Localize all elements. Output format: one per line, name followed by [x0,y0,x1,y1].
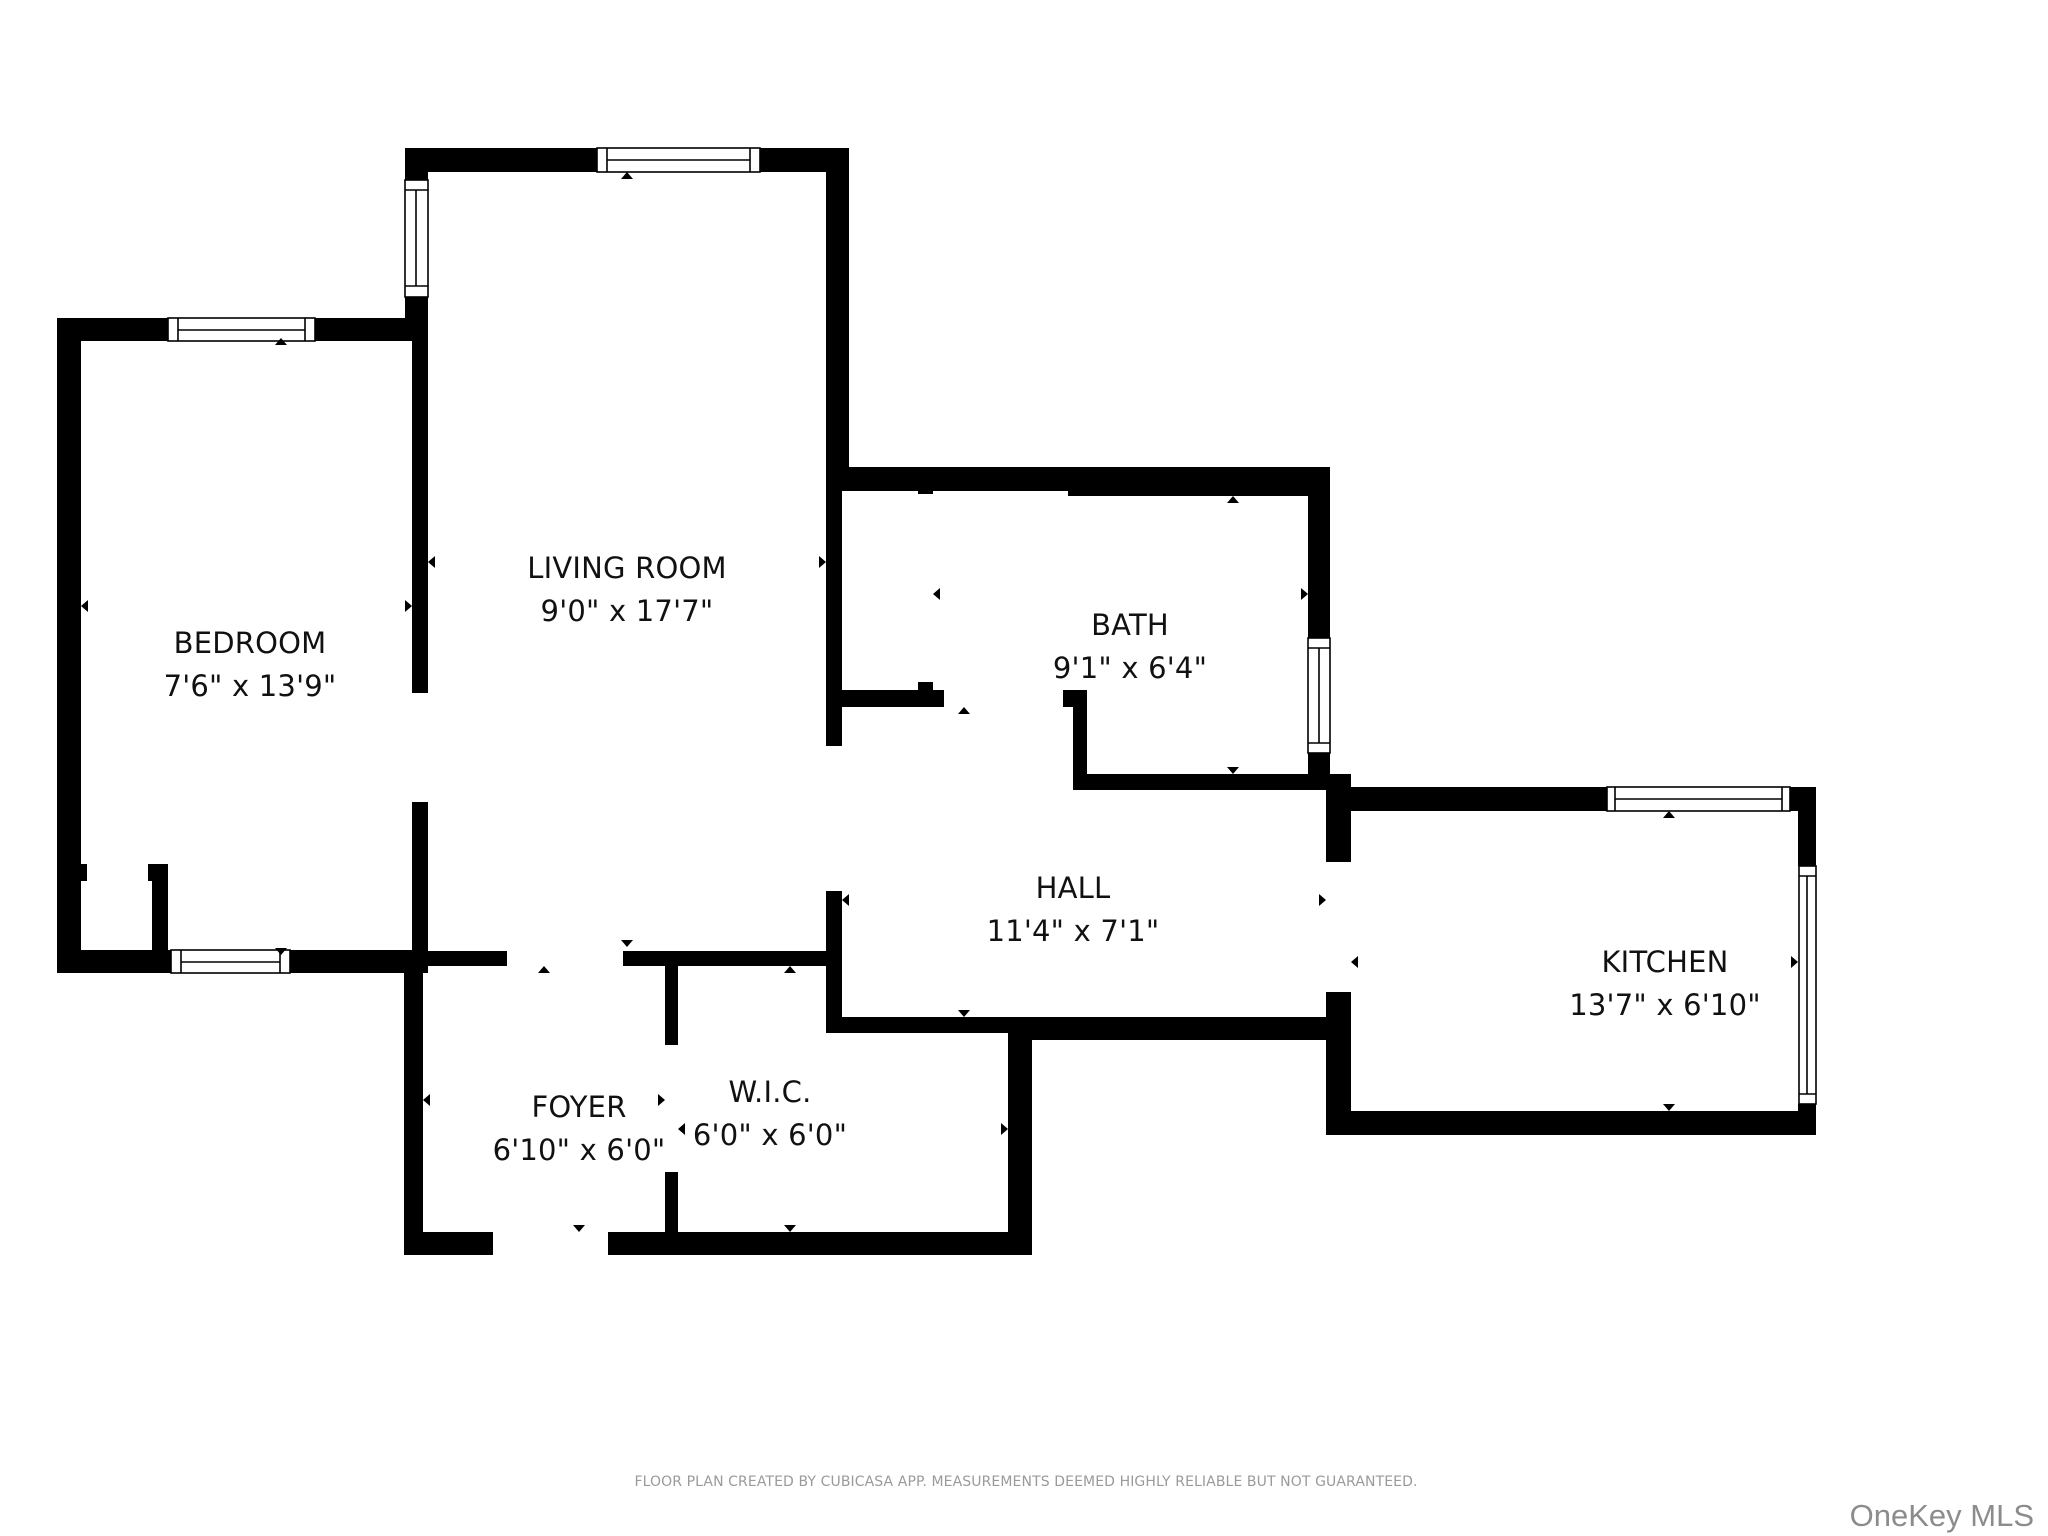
room-name: W.I.C. [728,1075,812,1109]
dimension-markers [81,172,1798,1232]
window-living-left [404,179,429,298]
room-label-foyer: FOYER 6'10" x 6'0" [493,1086,666,1172]
room-dimensions: 13'7" x 6'10" [1569,988,1761,1022]
room-dimensions: 9'1" x 6'4" [1052,651,1208,685]
room-dimensions: 11'4" x 7'1" [986,914,1160,948]
room-name: LIVING ROOM [527,551,727,585]
room-dimensions: 9'0" x 17'7" [540,594,714,628]
window-bath-right [1307,637,1331,754]
room-name: BEDROOM [173,626,327,660]
window-bedroom-bottom [170,949,291,974]
window-kitchen-top [1606,786,1791,812]
disclaimer-text: FLOOR PLAN CREATED BY CUBICASA APP. MEAS… [634,1474,1418,1490]
room-name: FOYER [531,1090,627,1124]
room-label-living-room: LIVING ROOM 9'0" x 17'7" [527,547,727,633]
onekey-mls-watermark: OneKey MLS [1849,1498,2034,1533]
room-name: KITCHEN [1601,945,1729,979]
room-label-hall: HALL 11'4" x 7'1" [987,867,1160,953]
room-label-wic: W.I.C. 6'0" x 6'0" [693,1071,847,1157]
room-dimensions: 7'6" x 13'9" [163,669,337,703]
room-label-bath: BATH 9'1" x 6'4" [1053,604,1207,690]
window-bedroom-top [167,317,316,342]
windows [167,147,1817,1105]
room-label-bedroom: BEDROOM 7'6" x 13'9" [164,622,337,708]
room-dimensions: 6'10" x 6'0" [492,1133,666,1167]
room-label-kitchen: KITCHEN 13'7" x 6'10" [1569,941,1761,1027]
room-name: HALL [1035,871,1111,905]
window-living-top [596,147,761,173]
walls [57,148,1816,1255]
room-dimensions: 6'0" x 6'0" [692,1118,848,1152]
window-kitchen-right [1798,865,1817,1105]
room-name: BATH [1091,608,1169,642]
